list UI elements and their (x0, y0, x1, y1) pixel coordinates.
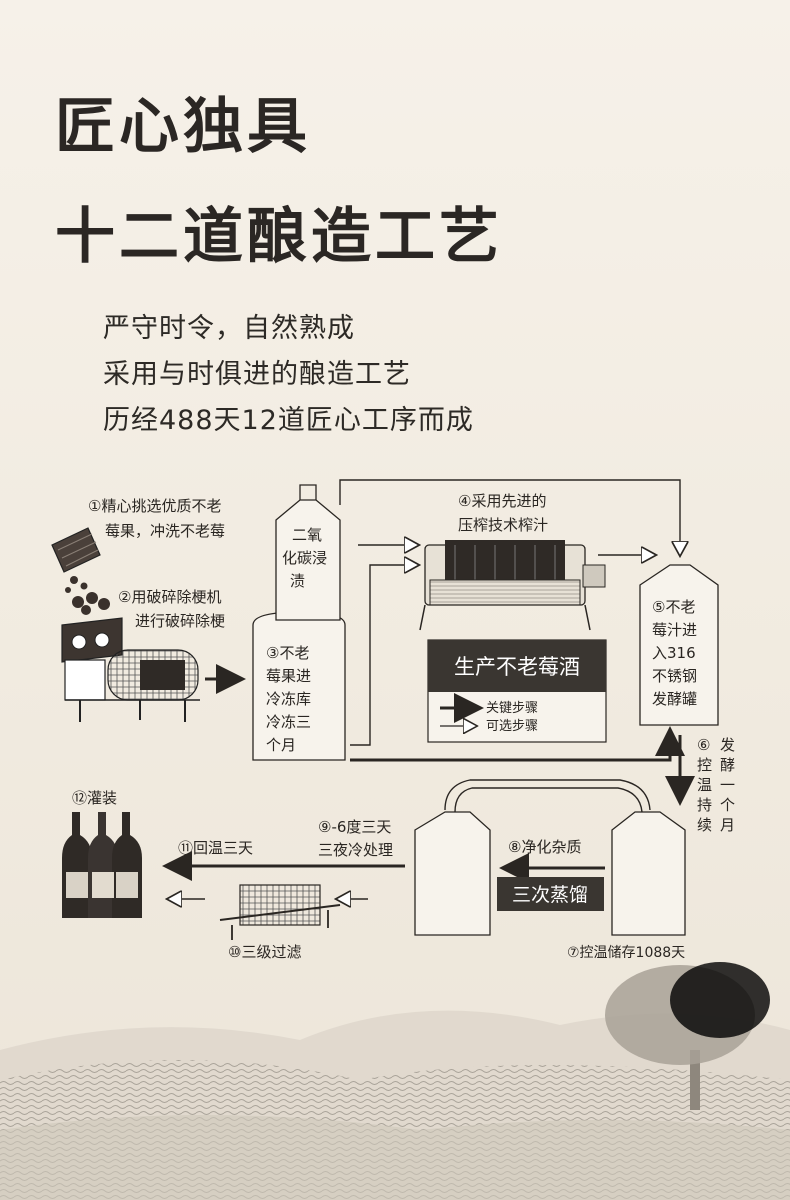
step2-line2: 进行破碎除梗 (135, 612, 225, 630)
svg-text:⑥: ⑥ (697, 736, 710, 754)
step5-line5: 发酵罐 (652, 690, 697, 708)
tree-icon (605, 962, 770, 1110)
step8-label: ⑧净化杂质 (508, 838, 581, 856)
process-diagram: ①精心挑选优质不老 莓果，冲洗不老莓 ②用破碎除梗机 进行破碎除梗 ③不老 莓果… (51, 479, 735, 961)
step10-label: ⑩三级过滤 (228, 943, 301, 961)
fermentation-tank (639, 564, 719, 726)
co2-line3: 渍 (290, 572, 305, 590)
tagline-3: 历经488天12道匠心工序而成 (103, 405, 474, 436)
step4-line2: 压榨技术榨汁 (458, 516, 548, 534)
svg-text:温: 温 (697, 776, 712, 794)
step3-line4: 冷冻三 (266, 713, 311, 731)
tagline-1: 严守时令，自然熟成 (103, 313, 355, 344)
tagline-2: 采用与时俱进的酿造工艺 (103, 359, 411, 390)
co2-line1: 二氧 (292, 526, 322, 544)
distillation-tanks (414, 779, 686, 936)
step11-label: ⑪回温三天 (178, 839, 253, 857)
distill-badge (497, 877, 604, 911)
legend-box: 生产不老莓酒 关键步骤 可选步骤 (427, 639, 607, 743)
legend-title: 生产不老莓酒 (454, 655, 580, 679)
legend-optional-step: 可选步骤 (486, 719, 538, 734)
co2-tank (275, 484, 341, 621)
page-subtitle-heading: 十二道酿造工艺 (55, 202, 503, 272)
berry-basket-icon (51, 527, 101, 593)
step5-line4: 不锈钢 (652, 667, 697, 685)
landscape-background (0, 962, 790, 1200)
step5-line3: 入316 (652, 644, 696, 662)
svg-text:个: 个 (720, 796, 735, 814)
step3-line3: 冷冻库 (266, 690, 311, 708)
svg-text:酵: 酵 (720, 756, 735, 774)
step1-line1: ①精心挑选优质不老 (88, 497, 221, 515)
co2-line2: 化碳浸 (282, 549, 327, 567)
step1-line2: 莓果，冲洗不老莓 (105, 522, 225, 540)
step9-line2: 三夜冷处理 (318, 841, 393, 859)
step7-label: ⑦控温储存1088天 (567, 945, 685, 961)
svg-text:一: 一 (720, 776, 735, 794)
step6-vertical-text: ⑥ 控 温 持 续 发 酵 一 个 月 (697, 736, 735, 834)
svg-text:续: 续 (697, 816, 712, 834)
svg-text:控: 控 (697, 756, 712, 774)
step9-line1: ⑨-6度三天 (318, 818, 391, 836)
step3-line2: 莓果进 (266, 667, 311, 685)
step12-label: ⑫灌装 (72, 789, 117, 807)
page-title: 匠心独具 (55, 92, 311, 162)
step5-line2: 莓汁进 (652, 621, 697, 639)
svg-text:发: 发 (720, 736, 735, 754)
svg-text:持: 持 (697, 796, 712, 814)
legend-key-step: 关键步骤 (486, 701, 538, 716)
wine-bottles-icon (62, 812, 142, 918)
step5-line1: ⑤不老 (652, 598, 695, 616)
distill-badge-text: 三次蒸馏 (512, 884, 588, 906)
filter-machine-icon (219, 884, 341, 940)
step3-line1: ③不老 (266, 644, 309, 662)
step4-line1: ④采用先进的 (458, 492, 546, 510)
svg-text:月: 月 (720, 816, 735, 834)
crusher-machine-icon (61, 592, 200, 722)
step3-line5: 个月 (266, 736, 296, 754)
step2-line1: ②用破碎除梗机 (118, 588, 221, 606)
wine-press-icon (419, 540, 606, 631)
